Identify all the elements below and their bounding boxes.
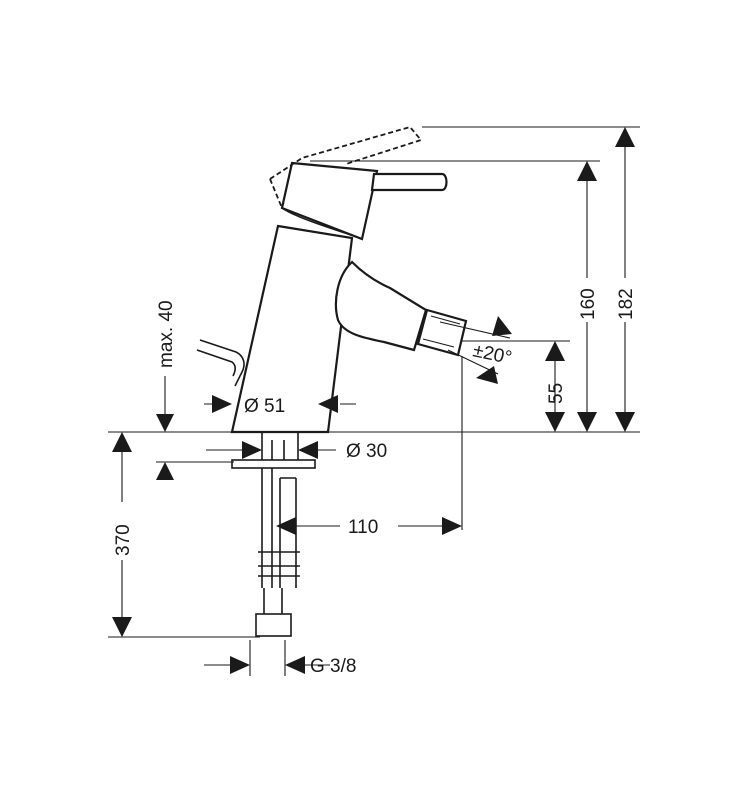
dimension-160 — [577, 161, 597, 432]
label-dia-30: Ø 30 — [346, 441, 387, 462]
dimension-thread — [204, 656, 330, 674]
label-160: 160 — [578, 288, 599, 320]
dimension-angle — [439, 316, 512, 384]
faucet-outline — [196, 125, 468, 434]
label-370: 370 — [113, 524, 134, 556]
label-max-40: max. 40 — [156, 300, 177, 368]
label-110: 110 — [348, 517, 378, 538]
label-182: 182 — [616, 288, 637, 320]
dimension-labels: max. 40 Ø 51 Ø 30 110 160 182 55 370 ±20… — [113, 288, 637, 677]
dimension-370 — [112, 432, 132, 637]
lever-handle — [280, 161, 448, 241]
label-55: 55 — [546, 383, 567, 404]
dimension-left-lower — [156, 462, 174, 480]
spout-bulb — [334, 260, 428, 352]
spout-nozzle — [416, 308, 468, 357]
dimension-182 — [615, 127, 635, 432]
label-dia-51: Ø 51 — [244, 396, 285, 417]
dimension-110 — [276, 517, 462, 535]
under-counter-fittings — [231, 432, 316, 637]
label-thread: G 3/8 — [310, 656, 356, 677]
dimension-55 — [545, 341, 565, 432]
pop-up-rod — [199, 339, 245, 387]
lever-alternate-position — [269, 125, 423, 209]
dimension-dia-51 — [204, 395, 356, 413]
extension-lines — [108, 126, 640, 676]
dimension-max-40 — [156, 376, 174, 432]
dimension-dia-30 — [206, 441, 336, 459]
label-angle: ±20° — [471, 340, 514, 369]
